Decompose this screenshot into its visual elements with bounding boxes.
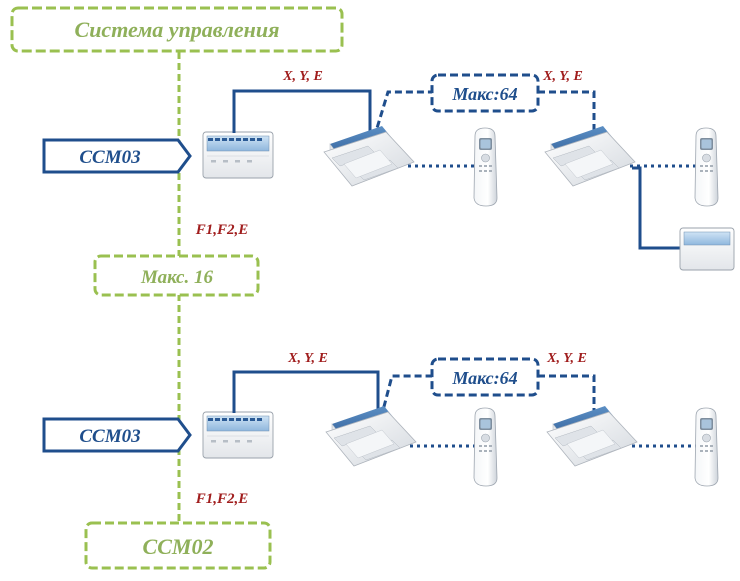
xye-label-1a: X, Y, E [282, 69, 323, 84]
remote-2a [473, 407, 498, 487]
max64-label-2: Макс:64 [451, 368, 517, 388]
ccm03-panel-2 [202, 411, 274, 459]
indoor-unit-1b [544, 125, 636, 187]
xye-line-1c [538, 90, 596, 136]
xye-line-2c [538, 374, 596, 418]
indoor-unit-2a [325, 405, 417, 467]
xye-label-2b: X, Y, E [546, 351, 587, 366]
header-title: Система управления [75, 17, 280, 42]
fbus-label-2: F1,F2,E [195, 491, 249, 507]
max64-box-1 [430, 73, 540, 113]
xye-line-2a [232, 370, 380, 418]
ccm03-panel-1 [202, 131, 274, 179]
fbus-label-1: F1,F2,E [195, 222, 249, 238]
ccm02-box [84, 521, 272, 570]
indoor-unit-2b [546, 405, 638, 467]
ccm03-label-2: CCM03 [79, 426, 140, 447]
max16-label: Макс. 16 [140, 267, 213, 288]
max64-box-2 [430, 357, 540, 397]
wired-controller-link-1 [632, 166, 680, 250]
wired-controller-screen [683, 231, 731, 246]
max16-box [93, 254, 260, 297]
xye-line-1b [372, 90, 432, 139]
max64-label-1: Макс:64 [451, 84, 517, 104]
xye-line-2b [379, 374, 432, 419]
xye-line-1a [232, 89, 372, 138]
indoor-unit-1a [323, 125, 415, 187]
remote-1a [473, 127, 498, 207]
remote-1b [694, 127, 719, 207]
remote-2b [694, 407, 719, 487]
ccm02-label: CCM02 [143, 534, 214, 559]
xye-label-2a: X, Y, E [287, 351, 328, 366]
header-box [10, 6, 344, 53]
xye-label-1b: X, Y, E [542, 69, 583, 84]
ccm03-label-1: CCM03 [79, 147, 140, 168]
ccm03-tag-2 [42, 417, 192, 453]
ccm03-tag-1 [42, 138, 192, 174]
